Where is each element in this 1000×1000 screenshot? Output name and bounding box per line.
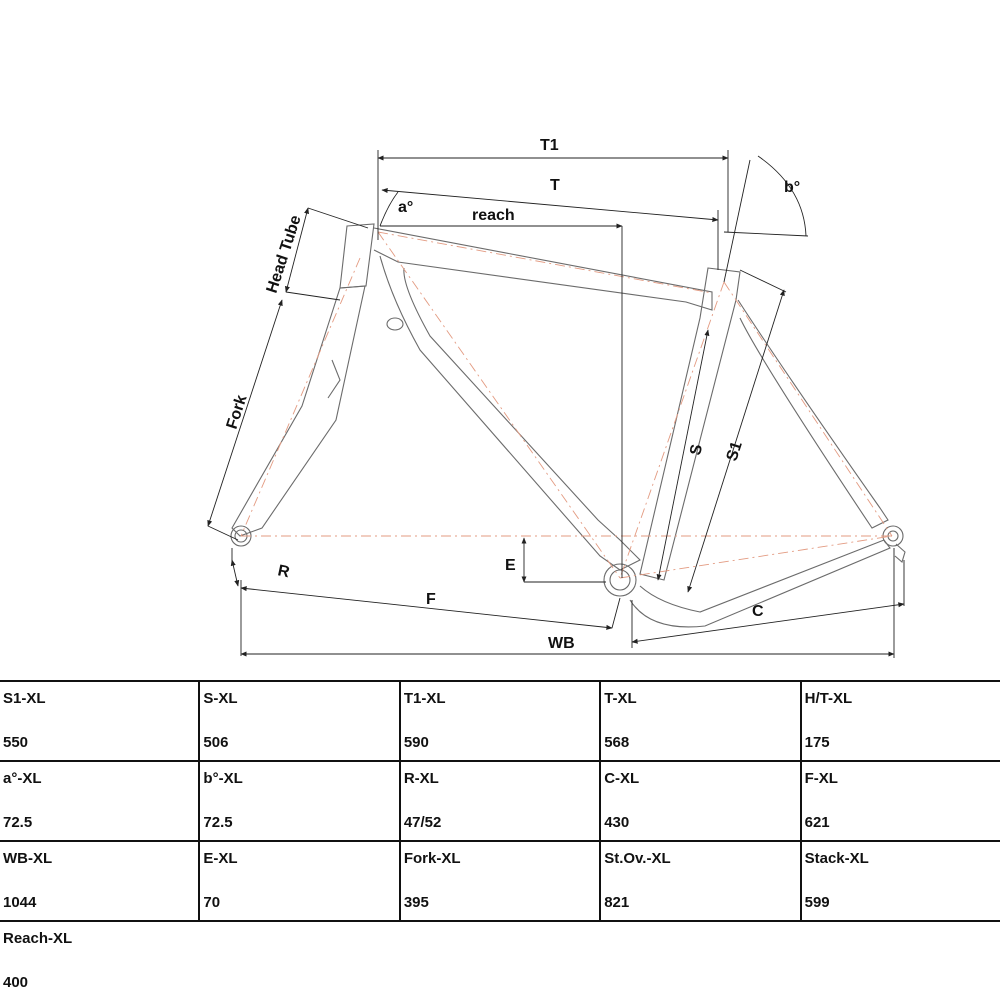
label-wb: WB [548, 635, 575, 652]
table-cell: a°-XL 72.5 [0, 762, 198, 840]
dimension-lines [207, 150, 905, 658]
table-row: WB-XL 1044 E-XL 70 Fork-XL 395 St.Ov.-XL 821… [0, 840, 1000, 920]
table-cell: b°-XL 72.5 [198, 762, 398, 840]
cell-label: S1-XL [3, 690, 46, 707]
table-cell: Reach-XL 400 [0, 922, 222, 1000]
table-cell: Stack-XL 599 [799, 842, 1000, 920]
cell-label: WB-XL [3, 850, 53, 867]
label-s1: S1 [724, 439, 746, 463]
cell-label: a°-XL [3, 770, 42, 787]
cell-value: 175 [804, 734, 830, 751]
table-row: S1-XL 550 S-XL 506 T1-XL 590 T-XL 568 H/T-XL… [0, 680, 1000, 760]
table-cell: C-XL 430 [599, 762, 799, 840]
cell-label: Stack-XL [804, 850, 869, 867]
cell-label: H/T-XL [804, 690, 853, 707]
table-row: Reach-XL 400 [0, 920, 1000, 1000]
table-cell: S1-XL 550 [0, 682, 198, 760]
table-cell: H/T-XL 175 [799, 682, 1000, 760]
label-f: F [426, 591, 436, 608]
cell-label: b°-XL [203, 770, 243, 787]
cell-label: St.Ov.-XL [604, 850, 671, 867]
label-s: S [687, 443, 706, 457]
cell-label: F-XL [804, 770, 838, 787]
label-c: C [752, 603, 764, 620]
table-cell: R-XL 47/52 [398, 762, 599, 840]
cell-value: 550 [3, 734, 29, 751]
label-head-tube: Head Tube [264, 213, 305, 295]
cell-value: 47/52 [403, 814, 442, 831]
cell-value: 430 [604, 814, 630, 831]
table-cell: E-XL 70 [198, 842, 398, 920]
label-t: T [550, 177, 560, 194]
cell-label: R-XL [403, 770, 439, 787]
cell-label: T-XL [604, 690, 637, 707]
cell-label: Fork-XL [403, 850, 461, 867]
cell-value: 395 [403, 894, 429, 911]
table-cell: T-XL 568 [599, 682, 799, 760]
table-row: a°-XL 72.5 b°-XL 72.5 R-XL 47/52 C-XL 430 F-… [0, 760, 1000, 840]
label-r: R [276, 562, 291, 581]
cell-value: 70 [203, 894, 221, 911]
centerlines [240, 231, 893, 579]
table-cell: Fork-XL 395 [398, 842, 599, 920]
table-cell: T1-XL 590 [398, 682, 599, 760]
label-a-angle: a° [398, 199, 413, 216]
cell-label: C-XL [604, 770, 640, 787]
table-cell: F-XL 621 [799, 762, 1000, 840]
cell-value: 72.5 [3, 814, 33, 831]
cell-value: 621 [804, 814, 830, 831]
dimension-labels: T1 T a° b° reach Head Tube Fork S S1 E R… [224, 137, 801, 652]
cell-value: 72.5 [203, 814, 233, 831]
cell-value: 590 [403, 734, 429, 751]
cell-value: 506 [203, 734, 229, 751]
cell-value: 821 [604, 894, 630, 911]
table-cell: WB-XL 1044 [0, 842, 198, 920]
cell-value: 400 [3, 974, 29, 991]
table-cell: S-XL 506 [198, 682, 398, 760]
geometry-table: S1-XL 550 S-XL 506 T1-XL 590 T-XL 568 H/T-XL… [0, 680, 1000, 1000]
frame-geometry-diagram: T1 T a° b° reach Head Tube Fork S S1 E R… [207, 137, 906, 658]
cell-value: 568 [604, 734, 630, 751]
cell-label: Reach-XL [3, 930, 73, 947]
cell-value: 599 [804, 894, 830, 911]
bike-frame-outline [230, 223, 906, 628]
label-b-angle: b° [784, 179, 800, 196]
label-e: E [505, 557, 516, 574]
table-cell: St.Ov.-XL 821 [599, 842, 799, 920]
label-fork: Fork [224, 393, 251, 431]
cell-label: E-XL [203, 850, 238, 867]
label-reach: reach [472, 207, 515, 224]
cell-label: T1-XL [403, 690, 446, 707]
label-t1: T1 [540, 137, 559, 154]
cell-label: S-XL [203, 690, 238, 707]
cell-value: 1044 [3, 894, 37, 911]
